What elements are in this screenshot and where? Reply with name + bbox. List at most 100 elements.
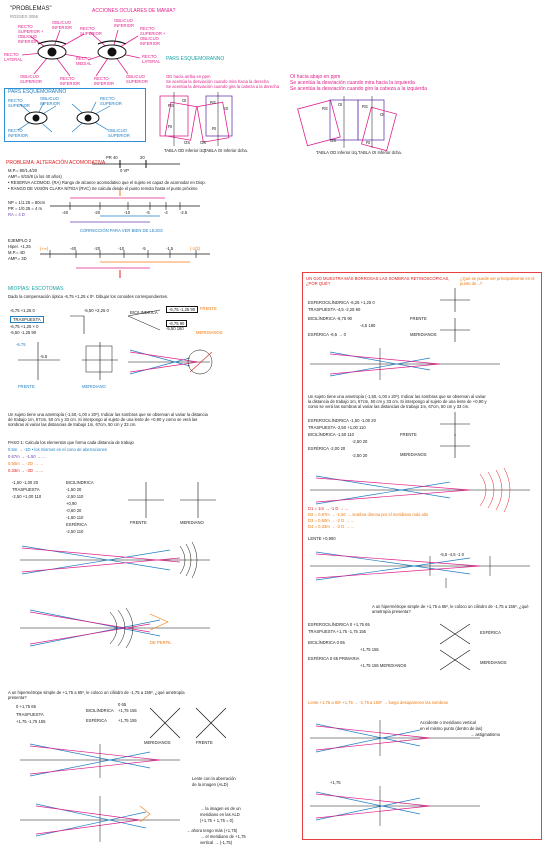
ex1-val-0: -6,75 +1,25 0 [10, 308, 35, 313]
ex1-val-4: -5,50 -1,25 90 [10, 330, 37, 335]
ex1-label-frente: FRENTE [18, 384, 35, 389]
ex4-note-4: (+1,75 + 1,75 = 0) [200, 818, 234, 823]
ex2-val-3: BICILINDRICA [66, 480, 94, 485]
red-note3-2: → astigmatismo [470, 732, 501, 737]
red-v2-1: TRASPUESTA -2,50 +1,00 110 [308, 425, 366, 430]
red-l1-0: FRENTE [410, 316, 427, 321]
ejemplo-title: EJEMPLO 2 [8, 238, 32, 243]
red-note3-0: Accidente o meridiano vertical [420, 720, 476, 725]
eye-label-l6: RECTO INFERIOR [60, 76, 81, 86]
ex2-label-perfil: DE PERFIL [150, 640, 172, 645]
ex4-val-2: +1,75 -1,75 155 [16, 719, 46, 724]
eye-box-blue [4, 88, 146, 142]
ex4-note-3: meridiano en las ALD [200, 812, 240, 817]
right-bullet-0: OI hacia abajo en ppm [290, 74, 341, 80]
right-red-box [302, 272, 542, 840]
eye-label-l4: RECTO MEDIAL [76, 56, 92, 66]
ex4-note-2: → la imagen es de un [200, 806, 241, 811]
scale-2: -10 [124, 210, 131, 215]
ex1-val-1: -5,50 +2,25 0 [84, 308, 109, 313]
ex4-note-6: → el meridiano de +1,75 [200, 834, 246, 839]
ejemplo-line-2: AMP.= 3D [8, 256, 27, 261]
ex2-val-5: -2,50 110 [66, 494, 84, 499]
ex2-note-0: PASO 1: Calcula los elementos que forma … [8, 440, 134, 445]
axis-top-1: 20 [140, 155, 145, 160]
red-v2-3: -2,50 20 [352, 439, 368, 444]
red-orange-1: D2 = 0,67m → -1,50 → sombra directa por … [308, 512, 429, 517]
scale-4: -4 [164, 210, 168, 215]
ej-scale-5: -1.5 [166, 246, 174, 251]
ex1-val-2: TRASPUESTA [10, 316, 44, 323]
tilt-caption-left: TABLA OD Inferior izq. [164, 148, 207, 153]
ex4-note-0: Lente con la aberración [192, 776, 236, 781]
muscle-code-4: RI [168, 124, 173, 129]
muscle-code-r2: RS [362, 104, 368, 109]
ex2-label-frente: FRENTE [130, 520, 147, 525]
ex4-note-7: vertical → (-1,75) [200, 840, 233, 845]
ex2-val-1: TRASPUESTA [12, 487, 40, 492]
pars-bullet-0: OD hacia arriba en ppm [166, 74, 211, 79]
red-v2-4: ESFÉRICA -2,00 20 [308, 446, 346, 451]
red-orange2: Lente +1,75 a 65º +1,75 → -1,75 a 155º →… [308, 700, 448, 705]
page-title: "PROBLEMAS" [10, 6, 52, 12]
scale-0: -40 [62, 210, 69, 215]
red-v3-5: +1,75 155 MERIDIANOS [360, 663, 407, 668]
ex1-right-3: -6,75 90 [166, 320, 188, 327]
pars-bullet-1: Se acentúa la desviación cuando mira hac… [166, 79, 269, 84]
scale-1: -20 [94, 210, 101, 215]
ej-scale-6: (-1/3) [190, 246, 201, 251]
ra-note: RA = 4 D [8, 212, 25, 217]
pars-bullet-2: Se acentúa la desviación cuando gira la … [166, 84, 279, 89]
tilt-caption-right-r: TABLA OI Inferior dcha. [358, 150, 402, 155]
scale-5: -2.5 [180, 210, 188, 215]
ex4-val-4: 0 65 [118, 702, 127, 707]
ex4-note-1: de la imagen (ALD) [192, 782, 229, 787]
ex4-val-0: 0 +1,75 65 [16, 704, 36, 709]
pars-title: PARS ESQUEMORANNO [166, 56, 225, 62]
ex1-prompt: Dado la compensación óptica -6,75 +1,25 … [8, 294, 169, 299]
eye-label-l2: RECTO SUPERIOR [80, 26, 102, 36]
eye-label-l1: OBLICUO INFERIOR [52, 20, 73, 30]
ex4-prompt: A un hipermétrope simple de +1,75 a 65º,… [8, 690, 185, 700]
right-bullet-2: Se acentúa la desviación cuando giro la … [290, 86, 428, 92]
blue-eye-label-1: OBLICUO INFERIOR [40, 96, 61, 106]
ex4-val-6: ESFÉRICA [86, 718, 107, 723]
muscle-code-r1: OI [338, 102, 343, 107]
ex4-val-1: TRASPUESTA [16, 712, 44, 717]
red-note3-1: en el mismo punto (dentro de las) [420, 726, 483, 731]
eye-label-r0: RECTO SUPERIOR + OBLICUO INFERIOR [140, 26, 166, 46]
ex1-right-meridianos: MERIDIANOS [196, 330, 223, 335]
eye-label-l5: OBLICUO SUPERIOR [20, 74, 42, 84]
ex2-val-7: -0,60 20 [66, 508, 82, 513]
muscle-code-6: RI [212, 126, 217, 131]
blue-eye-label-0: RECTO SUPERIOR [8, 98, 30, 108]
ex2-val-8: -1,60 110 [66, 515, 84, 520]
problema-line-2: • RESERVA ACOMOD. (RA) Rango de alcance … [8, 180, 206, 185]
ej-scale-0: (+∞) [40, 246, 49, 251]
problema-line-1: AMP.= 8/15/8 (a los 40 años) [8, 174, 62, 179]
eye-label-l3: RECTO LATERAL [4, 52, 23, 62]
red-orange-2: D3 = 0,50m → -2 D → ... [308, 518, 355, 523]
ex2-note-3: 0.50m → -2D → ... [8, 461, 43, 466]
red-v3-2: BICILÍNDRICA 0 65 [308, 640, 345, 645]
problema-line-3: • RANGO DE VISIÓN CLARA NÍTIDA (RVC) Se … [8, 186, 198, 191]
ej-scale-4: -5 [142, 246, 146, 251]
red-v2-0: ESFEROCILÍNDRICA -1,50 -1,00 20 [308, 418, 376, 423]
ex2-val-6: +0,90 [66, 501, 77, 506]
red-lente: LENTE +0,900 [308, 536, 336, 541]
ex1-label-m55: -5.5 [40, 354, 48, 359]
red-l3-0: ESFÉRICA [480, 630, 501, 635]
blue-eye-label-2: RECTO SUPERIOR [100, 96, 122, 106]
ex4-val-3: BICILÍNDRICA [86, 708, 114, 713]
ex1-right-frente: FRENTE [200, 306, 217, 311]
red-v3-4: ESFÉRICA 0 65 PRIMARIA [308, 656, 360, 661]
